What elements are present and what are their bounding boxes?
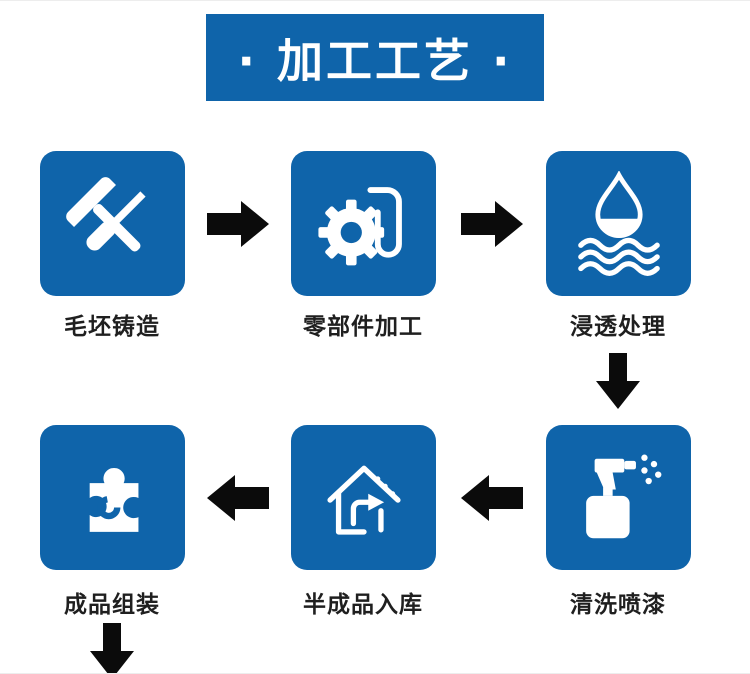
step-label-semi-finished-storage: 半成品入库 bbox=[303, 592, 423, 618]
step-tile-soak-treatment bbox=[546, 151, 691, 296]
step-label-parts-machining: 零部件加工 bbox=[303, 314, 423, 340]
step-tile-final-assembly bbox=[40, 425, 185, 570]
water-drop-waves-icon bbox=[577, 170, 660, 276]
header-banner: · 加工工艺 · bbox=[206, 14, 544, 101]
step-label-final-assembly: 成品组装 bbox=[64, 592, 160, 618]
arrow-spray-to-storage bbox=[461, 475, 523, 521]
puzzle-piece-icon bbox=[89, 467, 138, 532]
arrow-storage-to-assembly bbox=[207, 475, 269, 521]
step-tile-blank-casting bbox=[40, 151, 185, 296]
step-tile-parts-machining bbox=[291, 151, 436, 296]
gear-blueprint-icon bbox=[317, 186, 402, 265]
step-label-blank-casting: 毛坯铸造 bbox=[64, 314, 160, 340]
hammer-tools-icon bbox=[65, 176, 146, 251]
step-label-clean-spray-paint: 清洗喷漆 bbox=[570, 592, 666, 618]
warehouse-house-arrow-icon bbox=[326, 465, 401, 535]
arrow-soak-to-spray bbox=[596, 353, 640, 409]
step-tile-semi-finished-storage bbox=[291, 425, 436, 570]
arrow-machining-to-soak bbox=[461, 201, 523, 247]
page-title: · 加工工艺 · bbox=[237, 33, 513, 88]
spray-bottle-icon bbox=[585, 454, 661, 538]
step-tile-clean-spray-paint bbox=[546, 425, 691, 570]
step-label-soak-treatment: 浸透处理 bbox=[570, 314, 666, 340]
arrow-assembly-continue-down bbox=[90, 623, 134, 673]
arrow-casting-to-machining bbox=[207, 201, 269, 247]
